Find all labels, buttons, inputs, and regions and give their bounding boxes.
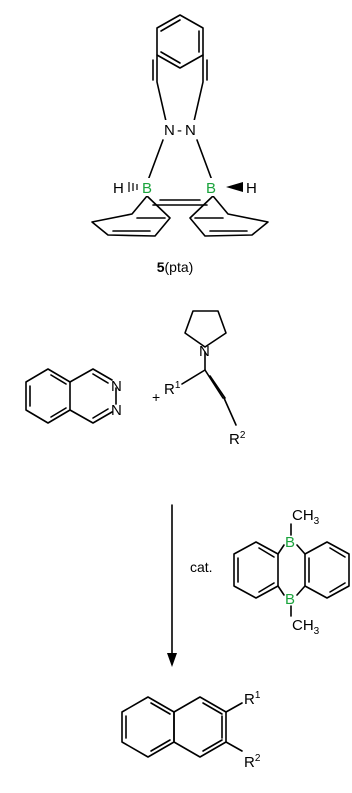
phthalazine-n1: N bbox=[111, 378, 122, 395]
catalyst-boron-top: B bbox=[285, 534, 295, 551]
methyl-top: CH3 bbox=[292, 507, 320, 527]
compound-5-structure bbox=[91, 14, 269, 237]
phthalazine-structure bbox=[25, 368, 117, 424]
compound-5-label: 5(pta) bbox=[157, 259, 194, 275]
hydride-label-left: H bbox=[113, 180, 124, 197]
n-n-bond-dash: - bbox=[177, 122, 182, 139]
arrowhead bbox=[167, 653, 177, 667]
plus-sign: + bbox=[152, 389, 160, 405]
compound-abbrev: (pta) bbox=[165, 259, 194, 275]
product-r1: R1 bbox=[244, 690, 261, 708]
wedge-bond bbox=[226, 182, 243, 192]
phthalazine-n2: N bbox=[111, 402, 122, 419]
enamine-r1: R1 bbox=[164, 380, 181, 398]
catalyst-boron-bottom: B bbox=[285, 591, 295, 608]
compound-number: 5 bbox=[157, 259, 165, 275]
nitrogen-label-left: N bbox=[164, 122, 175, 139]
naphthalene-product-structure bbox=[121, 696, 243, 758]
hashed-bond bbox=[128, 182, 138, 192]
enamine-structure bbox=[181, 310, 237, 426]
boron-label-right: B bbox=[206, 180, 216, 197]
catalyst-label: cat. bbox=[190, 559, 213, 575]
methyl-bottom: CH3 bbox=[292, 617, 320, 637]
enamine-r2: R2 bbox=[229, 430, 246, 448]
boron-label-left: B bbox=[142, 180, 152, 197]
catalyst-structure bbox=[233, 523, 350, 617]
enamine-nitrogen: N bbox=[199, 343, 210, 360]
nitrogen-label-right: N bbox=[185, 122, 196, 139]
product-r2: R2 bbox=[244, 753, 261, 771]
hydride-label-right: H bbox=[246, 180, 257, 197]
